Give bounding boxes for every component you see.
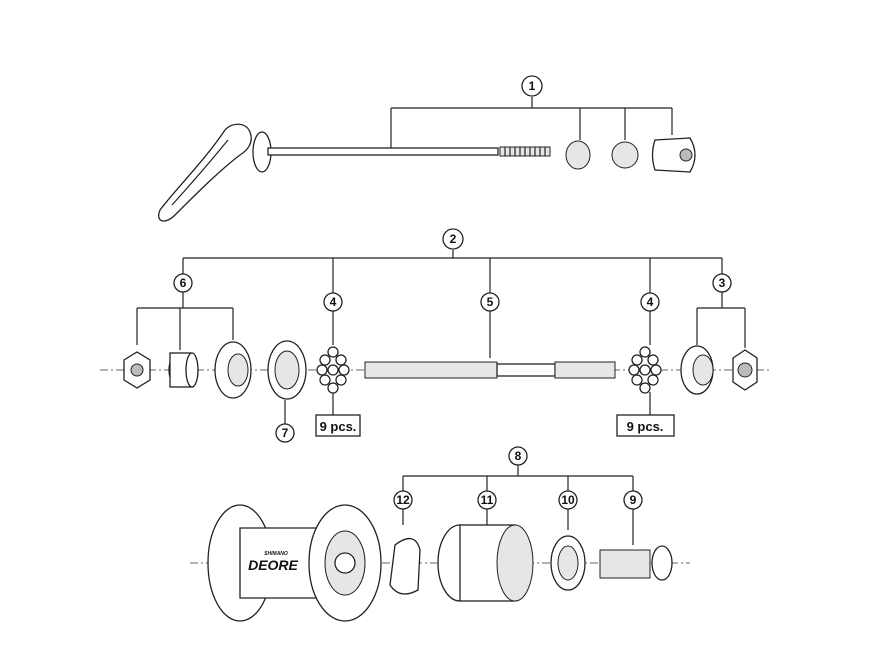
leader-lines	[136, 97, 746, 545]
hub-body: SHIMANO DEORE	[207, 504, 382, 622]
svg-text:6: 6	[180, 276, 187, 290]
hub-brand-logo: SHIMANO	[264, 551, 288, 557]
callout-9: 9	[623, 490, 643, 510]
svg-text:9 pcs.: 9 pcs.	[320, 419, 357, 434]
svg-text:8: 8	[515, 449, 522, 463]
svg-text:2: 2	[450, 232, 457, 246]
svg-text:11: 11	[481, 493, 494, 507]
quick-release-skewer	[158, 123, 696, 222]
svg-text:4: 4	[330, 295, 337, 309]
callout-2: 2	[442, 228, 464, 250]
callout-6: 6	[173, 273, 193, 293]
callout-5: 5	[480, 292, 500, 312]
freehub-parts	[389, 524, 673, 602]
svg-text:1: 1	[529, 79, 536, 93]
quantity-label-left: 9 pcs.	[315, 414, 361, 437]
axle-parts	[123, 340, 758, 400]
callout-4-right: 4	[640, 292, 660, 312]
ball-bearings-left	[316, 346, 350, 394]
callout-7: 7	[275, 423, 295, 443]
callout-10: 10	[558, 490, 578, 510]
svg-text:7: 7	[282, 426, 289, 440]
quantity-label-right: 9 pcs.	[616, 414, 675, 437]
callout-11: 11	[477, 490, 497, 510]
callout-12: 12	[393, 490, 413, 510]
callout-8: 8	[508, 446, 528, 466]
svg-text:3: 3	[719, 276, 726, 290]
callout-4-left: 4	[323, 292, 343, 312]
svg-text:4: 4	[647, 295, 654, 309]
ball-bearings-right	[628, 346, 662, 394]
svg-text:9 pcs.: 9 pcs.	[627, 419, 664, 434]
callout-1: 1	[521, 75, 543, 97]
svg-text:12: 12	[396, 493, 410, 507]
callout-3: 3	[712, 273, 732, 293]
svg-text:10: 10	[561, 493, 575, 507]
svg-text:9: 9	[630, 493, 637, 507]
svg-text:5: 5	[487, 295, 494, 309]
hub-model-logo: DEORE	[248, 557, 298, 573]
